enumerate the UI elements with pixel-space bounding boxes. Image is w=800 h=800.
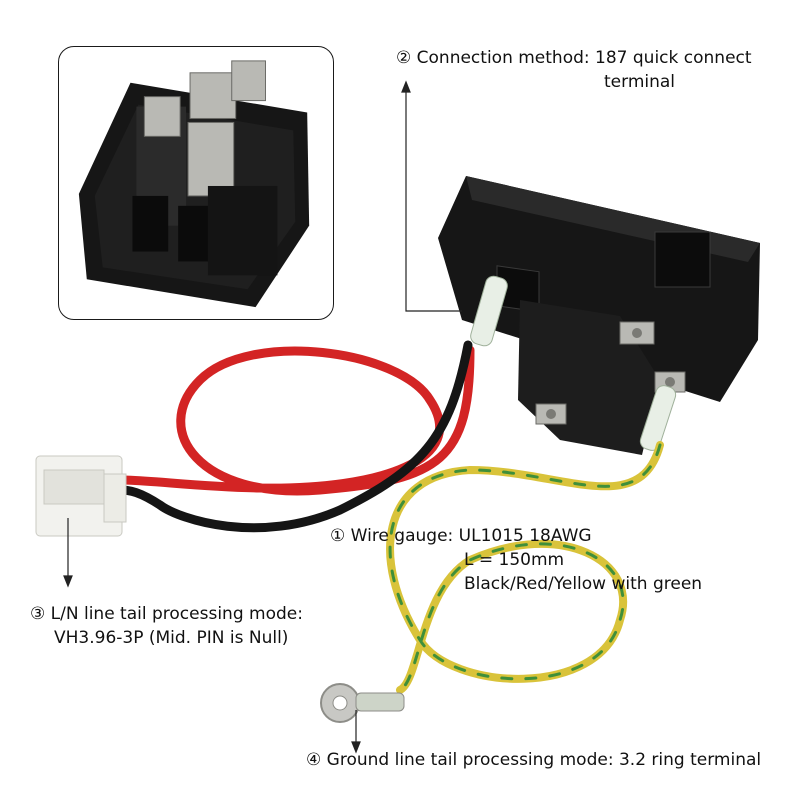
- marker-2: ②: [396, 48, 412, 68]
- wire-line-3: Black/Red/Yellow with green: [464, 574, 703, 594]
- iec-socket: [438, 176, 760, 455]
- annotation-wire-gauge: ① Wire gauge: UL1015 18AWG L = 150mm Bla…: [330, 524, 702, 596]
- ground-line-1: Ground line tail processing mode: 3.2 ri…: [326, 750, 762, 770]
- annotation-connection-method: ② Connection method: 187 quick connect t…: [396, 46, 752, 94]
- wire-harness: [115, 340, 664, 694]
- connection-line-1: Connection method: 187 quick connect: [416, 48, 752, 68]
- callout-lines: [63, 80, 462, 754]
- ln-tail-line-1: L/N line tail processing mode:: [50, 604, 303, 624]
- wire-line-2: L = 150mm: [464, 550, 565, 570]
- inset-photo-frame: [58, 46, 334, 320]
- vh396-connector: [35, 455, 127, 537]
- leader-connection: [405, 86, 462, 312]
- annotation-ground: ④ Ground line tail processing mode: 3.2 …: [306, 748, 761, 772]
- annotation-ln-tail: ③ L/N line tail processing mode: VH3.96-…: [30, 602, 303, 650]
- marker-3: ③: [30, 604, 46, 624]
- wire-line-1: Wire gauge: UL1015 18AWG: [350, 526, 592, 546]
- ring-terminal: [320, 683, 405, 723]
- connection-line-2: terminal: [604, 72, 676, 92]
- inset-socket-rear-view: [78, 60, 310, 308]
- ln-tail-line-2: VH3.96-3P (Mid. PIN is Null): [54, 628, 289, 648]
- marker-4: ④: [306, 750, 322, 770]
- marker-1: ①: [330, 526, 346, 546]
- quick-connect-terminals: [470, 275, 677, 451]
